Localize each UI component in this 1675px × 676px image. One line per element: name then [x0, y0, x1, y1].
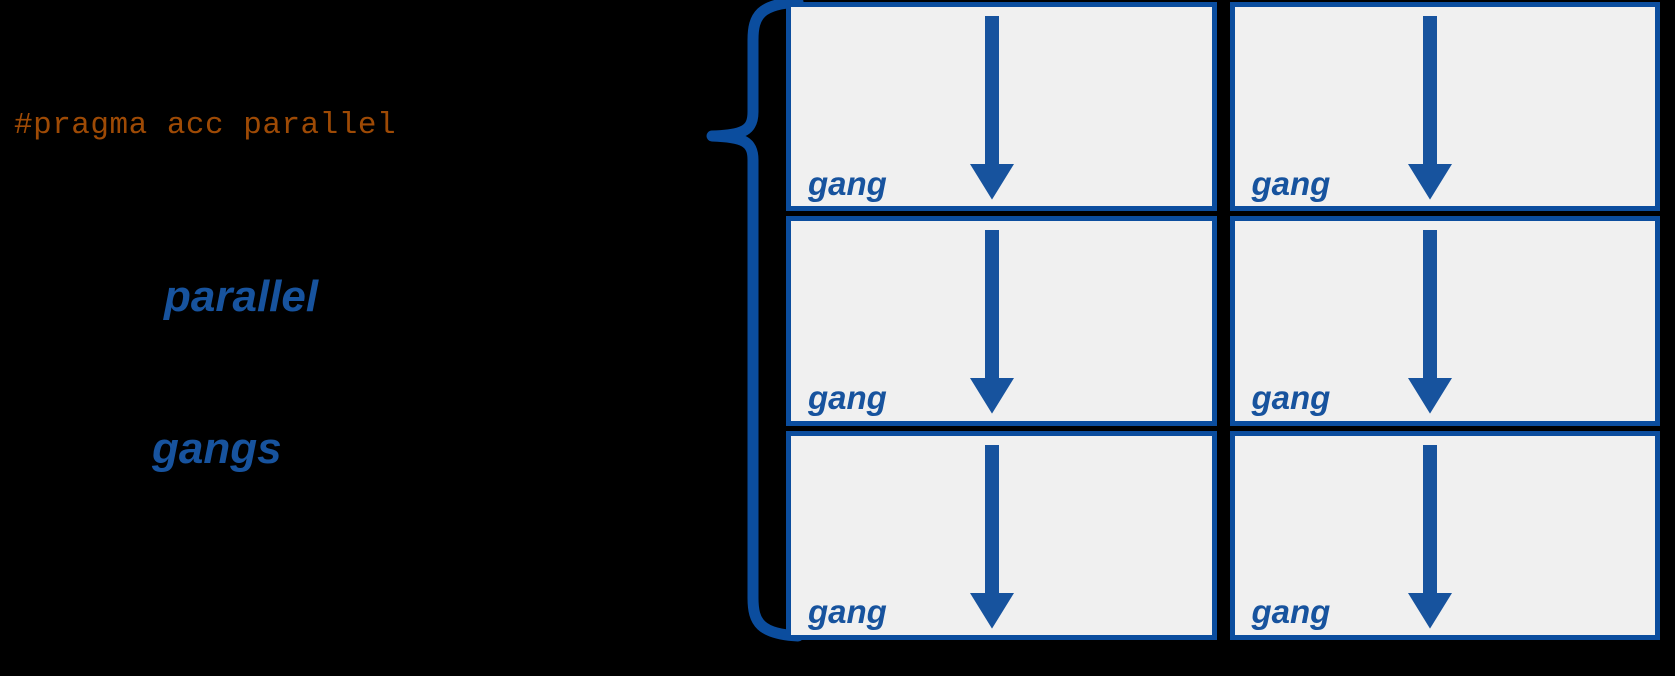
gang-cell[interactable]: gang: [1229, 2, 1660, 212]
gang-cell[interactable]: gang: [786, 430, 1217, 640]
down-arrow-icon: [1407, 230, 1453, 417]
down-arrow-icon: [969, 16, 1015, 203]
down-arrow-icon: [1407, 444, 1453, 632]
gang-label: gang: [808, 593, 887, 631]
gang-cell[interactable]: gang: [786, 2, 1217, 212]
label-parallel: parallel: [164, 272, 319, 321]
gang-label: gang: [1251, 164, 1331, 202]
gang-label: gang: [1251, 379, 1331, 417]
gang-grid: gang gang gang gang: [786, 2, 1660, 640]
down-arrow-icon: [1407, 16, 1453, 203]
gang-label: gang: [808, 379, 887, 417]
gang-label: gang: [808, 164, 887, 202]
down-arrow-icon: [969, 444, 1015, 632]
pragma-code-text: #pragma acc parallel: [14, 108, 397, 143]
gang-cell[interactable]: gang: [786, 216, 1217, 426]
gang-cell[interactable]: gang: [1229, 216, 1660, 426]
label-gangs: gangs: [152, 424, 282, 473]
gang-label: gang: [1251, 593, 1331, 631]
gang-cell[interactable]: gang: [1229, 430, 1660, 640]
down-arrow-icon: [969, 230, 1015, 417]
